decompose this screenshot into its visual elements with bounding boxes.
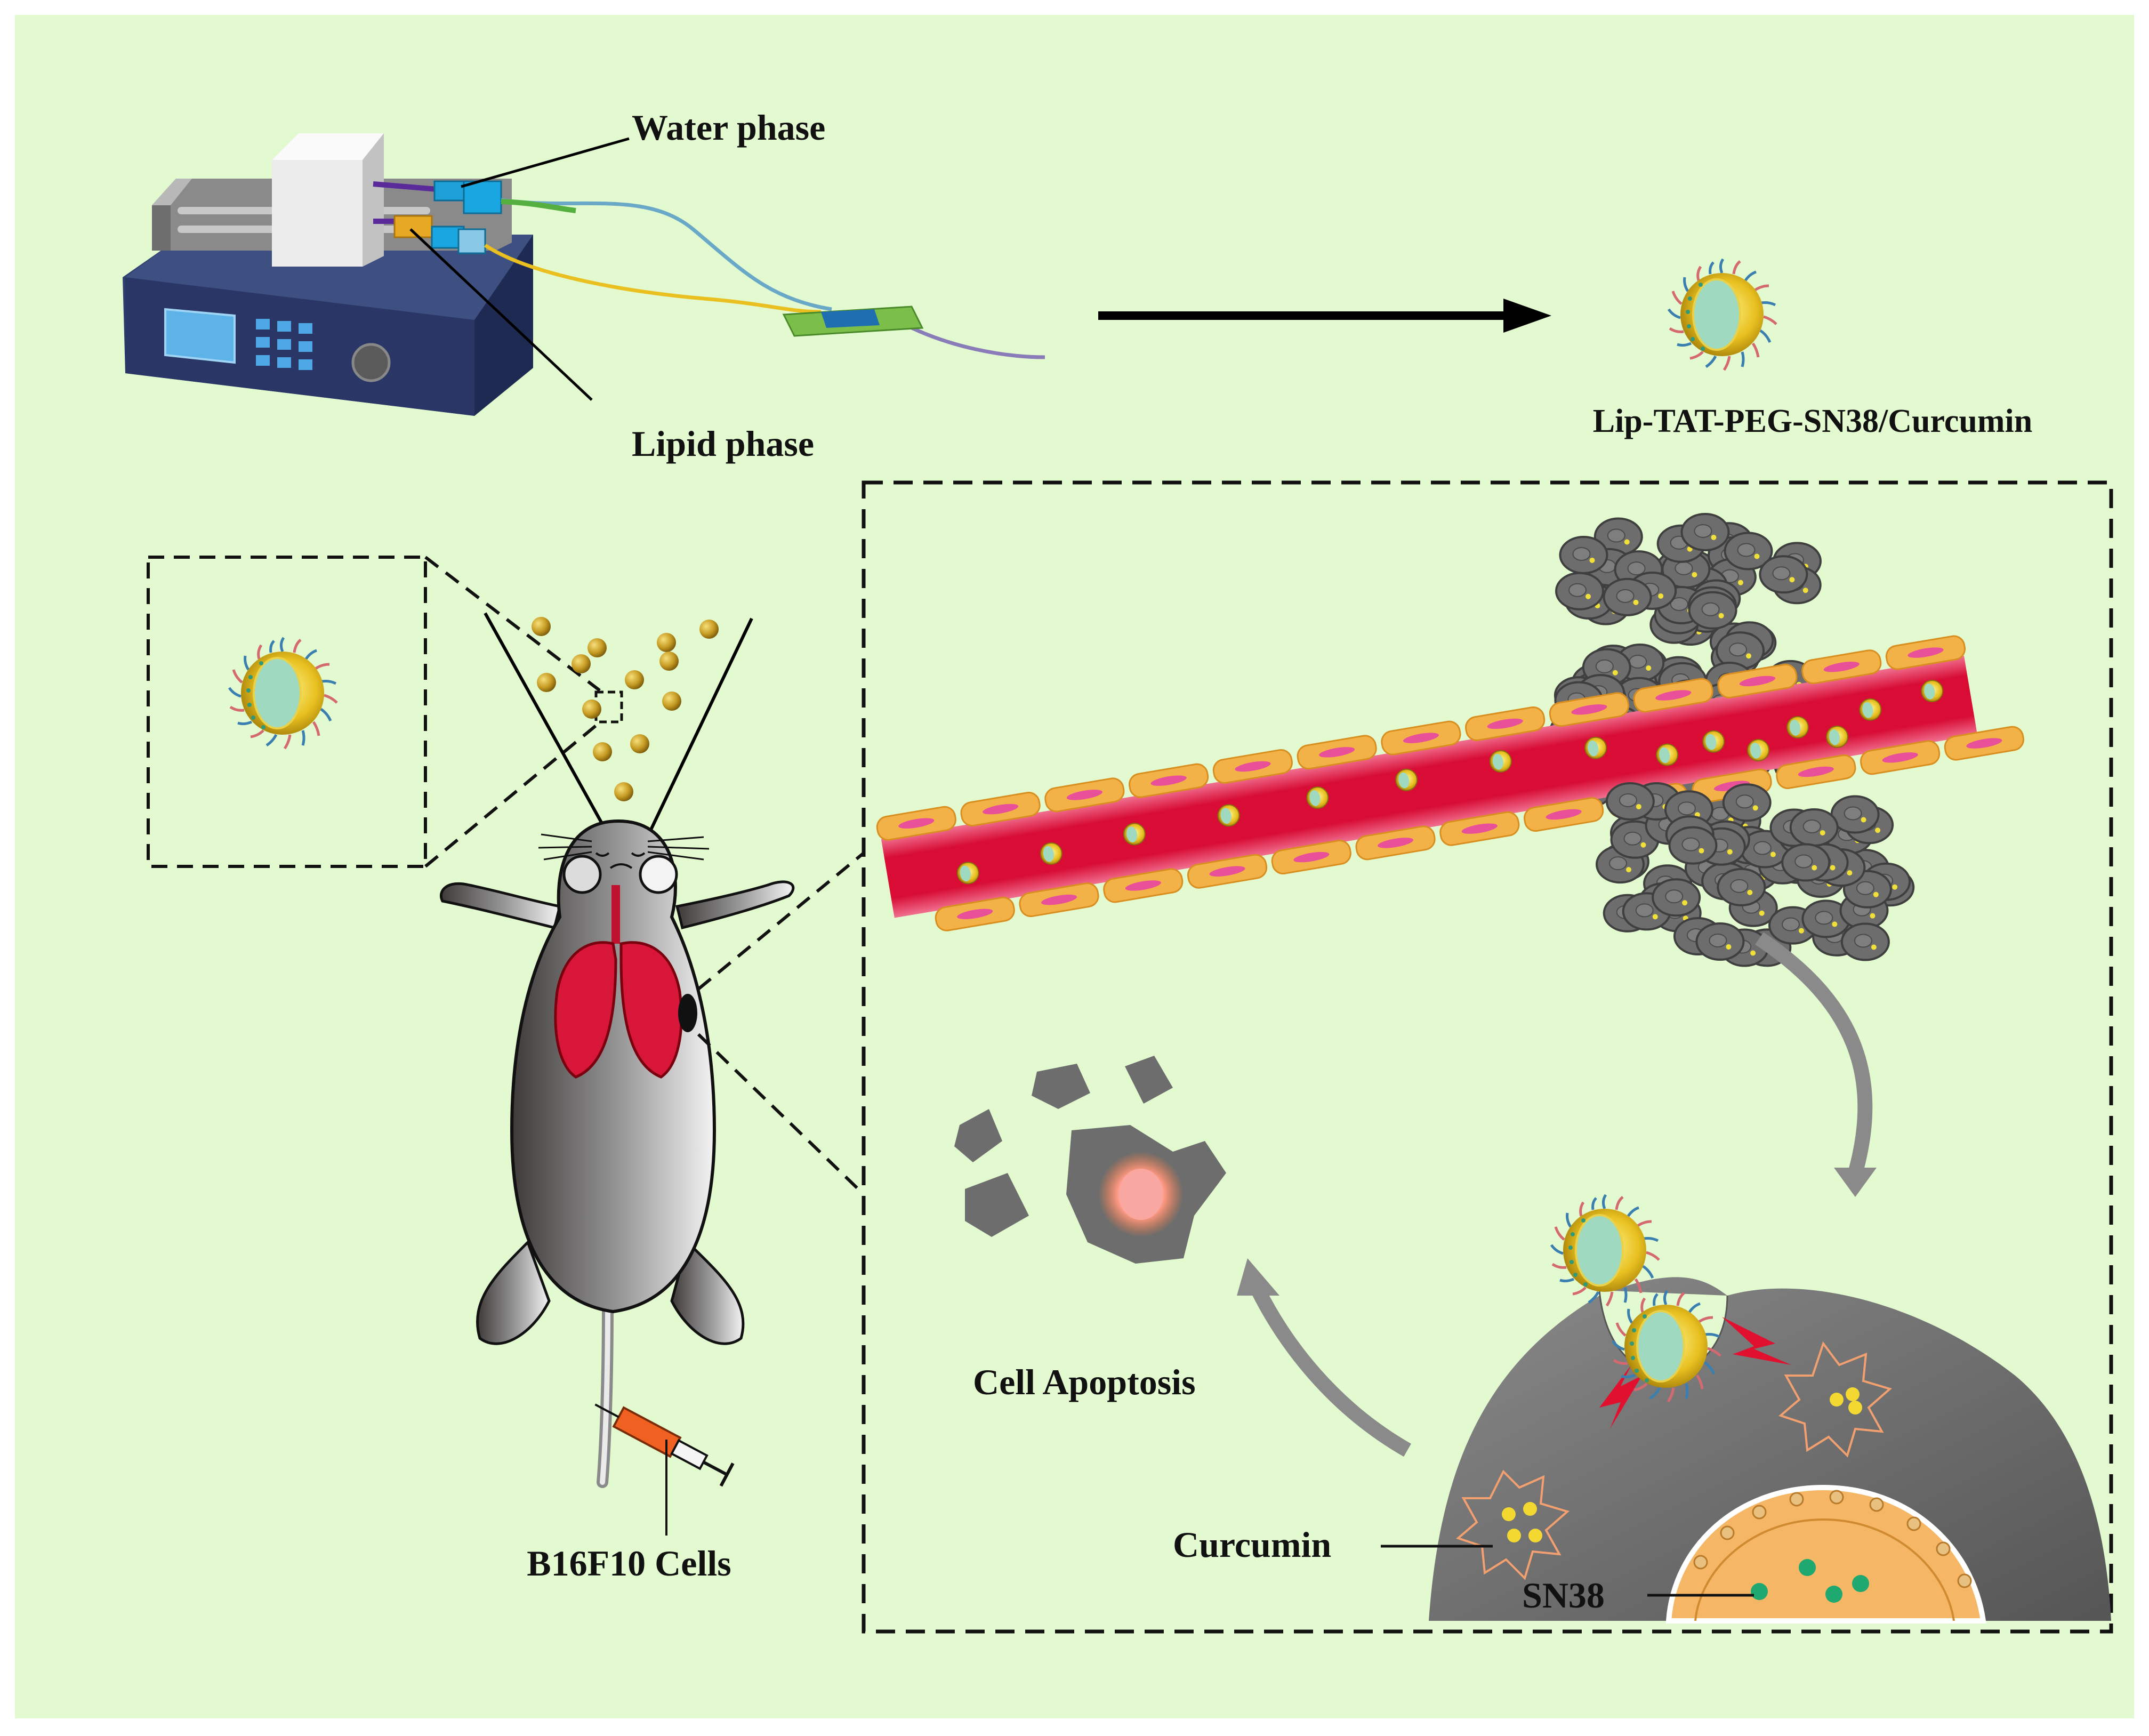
tumor-cell — [1840, 922, 1890, 961]
tumor-cell — [1680, 512, 1730, 551]
lipid-phase-pointer — [409, 228, 593, 401]
tumor-cell — [1688, 591, 1737, 630]
nanoparticle — [662, 692, 681, 711]
nanoparticle — [532, 617, 551, 636]
tumor-microenvironment-panel — [862, 480, 2113, 1634]
tumor-cell — [1652, 878, 1701, 917]
tumor-cell — [1717, 867, 1766, 906]
nanoparticle — [630, 734, 649, 753]
nanoparticle — [614, 782, 633, 801]
injection-cone-right — [638, 617, 753, 854]
tumor-cell — [1668, 826, 1718, 865]
apoptotic-nucleus — [1118, 1169, 1163, 1220]
panel-connector-bottom — [697, 1033, 865, 1196]
curcumin-label: Curcumin — [1173, 1524, 1331, 1565]
nanoparticle — [699, 620, 719, 639]
water-phase-pointer — [461, 137, 630, 188]
syringe-pump-illustration — [123, 133, 1045, 416]
tumor-cell — [1555, 572, 1605, 610]
nanoparticle-cloud — [532, 617, 719, 801]
process-arrowhead — [1503, 299, 1551, 333]
nanoparticle — [657, 633, 676, 652]
mouse-illustration — [440, 819, 795, 1488]
injection-cone-left — [484, 612, 620, 854]
sn38-label: SN38 — [1522, 1575, 1605, 1616]
nanoparticle — [537, 673, 556, 692]
tumor-cell — [1603, 577, 1652, 616]
water-phase-label: Water phase — [632, 107, 825, 148]
liposome-inset-box — [147, 556, 427, 868]
tumor-cell — [1605, 782, 1655, 821]
target-tumor-cell — [1429, 1277, 2111, 1624]
tumor-cell — [1759, 555, 1808, 594]
nanoparticle — [659, 652, 679, 671]
tumor-cell — [1789, 808, 1839, 847]
b16f10-label: B16F10 Cells — [527, 1543, 731, 1584]
inset-connector-top — [424, 556, 601, 692]
apoptosis-arrow — [1251, 1287, 1411, 1457]
nanoparticle — [587, 638, 607, 657]
nanoparticle — [572, 654, 591, 673]
uptake-arrowhead — [1834, 1168, 1877, 1197]
nanoparticle — [582, 700, 601, 719]
lipid-phase-label: Lipid phase — [632, 423, 814, 464]
panel-connector-top — [697, 851, 865, 991]
tumor-cell — [1722, 783, 1772, 822]
nanoparticle — [625, 670, 644, 689]
tumor-cell — [1695, 922, 1745, 961]
tumor-cell — [1830, 795, 1880, 834]
tumor-cell — [1559, 535, 1608, 574]
product-label: Lip-TAT-PEG-SN38/Curcumin — [1593, 403, 2033, 439]
nanoparticle — [593, 742, 612, 761]
blood-vessel — [874, 633, 2026, 933]
cell-apoptosis-label: Cell Apoptosis — [973, 1362, 1196, 1402]
uptake-arrow — [1755, 932, 1873, 1175]
tumor-cell — [1781, 843, 1831, 882]
apoptosis-arrowhead — [1237, 1258, 1279, 1296]
inset-connector-bottom — [424, 721, 601, 868]
